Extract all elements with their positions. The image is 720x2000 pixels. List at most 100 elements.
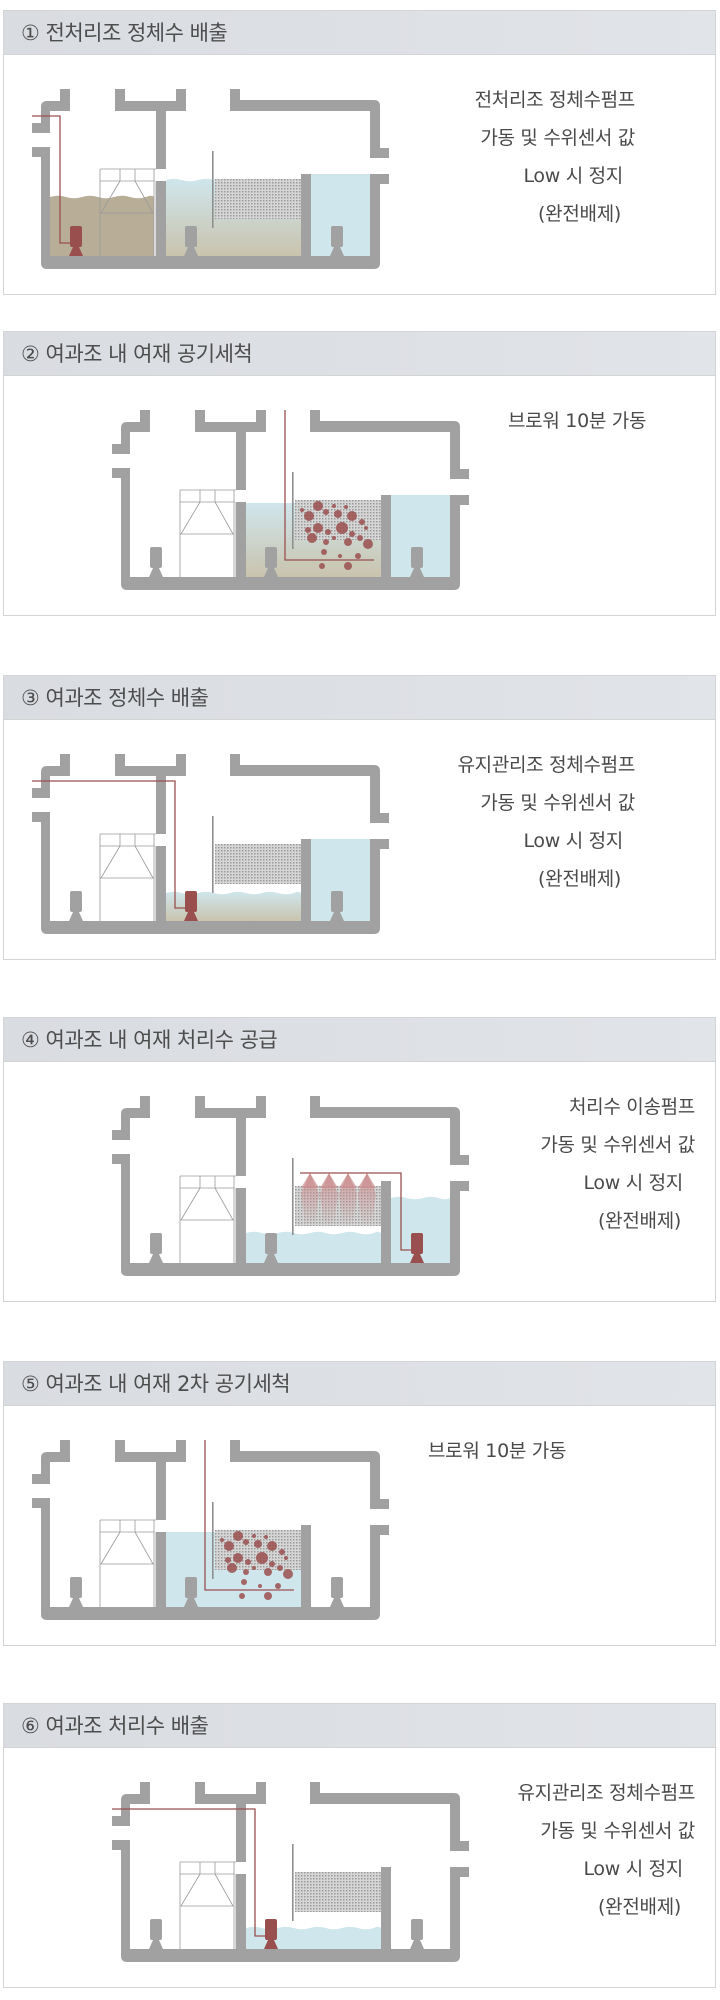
air-bubble — [245, 1559, 251, 1565]
wall-left — [112, 1840, 130, 1949]
wall-right — [450, 495, 469, 577]
floor-slab — [41, 1607, 380, 1620]
tank-diagram — [32, 1440, 389, 1620]
floor-slab — [121, 1263, 460, 1276]
description-line: (완전배제) — [538, 868, 621, 890]
air-bubble — [233, 1531, 243, 1541]
air-bubble — [357, 535, 363, 541]
filter-media — [295, 1872, 381, 1912]
wall-top-left — [32, 754, 70, 798]
baffle-line — [292, 1844, 294, 1921]
wall-right — [370, 839, 389, 921]
sprinkler-head — [358, 1173, 376, 1188]
tank-diagram — [32, 754, 389, 934]
description-line: 브로워 10분 가동 — [428, 1440, 567, 1462]
description-line: (완전배제) — [538, 203, 621, 225]
wall-top-left — [112, 410, 150, 454]
air-bubble — [275, 1583, 281, 1589]
panel-step-1: ① 전처리조 정체수 배출 전처리조 정체수펌프 가동 및 수위센서 값 Low… — [3, 10, 716, 295]
pump-base — [330, 1598, 344, 1607]
air-bubble — [313, 523, 323, 533]
pump — [185, 226, 197, 247]
description-line: 가동 및 수위센서 값 — [480, 127, 635, 149]
description-line: 가동 및 수위센서 값 — [540, 1134, 695, 1156]
screen-unit — [179, 1175, 236, 1263]
air-bubble — [363, 539, 373, 549]
pump-base — [184, 1598, 198, 1607]
air-bubble — [321, 549, 327, 555]
treated-tank-water — [391, 1196, 450, 1263]
wall-middle-column — [156, 1532, 166, 1607]
description-line: 유지관리조 정체수펌프 — [517, 1782, 695, 1804]
discharge-pipe — [112, 1808, 265, 1937]
tank-diagram — [32, 89, 389, 269]
panel-step-6: ⑥ 여과조 처리수 배출 유지관리조 정체수펌프 가동 및 수위센서 값 Low… — [3, 1703, 716, 1988]
wall-middle-top — [195, 1096, 266, 1176]
screen-edge — [234, 1188, 236, 1263]
air-bubble — [264, 1535, 268, 1539]
baffle-line — [292, 1158, 294, 1235]
air-bubble — [349, 531, 355, 537]
wall-middle-top — [115, 1440, 186, 1520]
pump-base — [149, 1254, 163, 1263]
treated-tank-water — [311, 839, 370, 921]
step-description: 유지관리조 정체수펌프 가동 및 수위센서 값 Low 시 정지 (완전배제) — [457, 746, 635, 898]
pump — [185, 1577, 197, 1598]
pump — [331, 1577, 343, 1598]
floor-slab — [41, 256, 380, 269]
air-bubble — [319, 563, 325, 569]
transfer-pump — [70, 226, 82, 247]
baffle-line — [212, 816, 214, 893]
sludge-water — [50, 195, 155, 256]
filter-tank-water — [246, 1926, 381, 1949]
floor-slab — [41, 921, 380, 934]
description-line: 처리수 이송펌프 — [568, 1096, 695, 1118]
air-bubble — [344, 562, 352, 570]
floor-slab — [121, 577, 460, 590]
wall-middle-column — [236, 1874, 246, 1949]
filter-partition — [301, 1525, 311, 1607]
air-bubble — [239, 1593, 245, 1599]
air-bubble — [313, 501, 323, 511]
wall-middle-column — [156, 181, 166, 256]
description-line: Low 시 정지 — [583, 1172, 683, 1194]
step-title: ⑥ 여과조 처리수 배출 — [4, 1704, 715, 1748]
screen-edge — [154, 1532, 156, 1607]
air-bubble — [252, 1566, 256, 1570]
pump-base — [410, 1940, 424, 1949]
description-line: Low 시 정지 — [523, 830, 623, 852]
filter-media — [215, 179, 301, 219]
air-bubble — [243, 1539, 249, 1545]
air-bubble — [323, 539, 329, 545]
step-description: 유지관리조 정체수펌프 가동 및 수위센서 값 Low 시 정지 (완전배제) — [517, 1774, 695, 1926]
step-title: ② 여과조 내 여재 공기세척 — [4, 332, 715, 376]
transfer-pump — [185, 891, 197, 912]
pump — [331, 891, 343, 912]
wall-middle-column — [236, 502, 246, 577]
air-bubble — [220, 1538, 224, 1542]
air-pipe — [284, 410, 374, 561]
wall-top-right — [230, 1440, 389, 1509]
step-title: ④ 여과조 내 여재 처리수 공급 — [4, 1018, 715, 1062]
air-bubble — [332, 536, 336, 540]
air-bubble — [254, 1540, 262, 1548]
wall-top-right — [310, 1096, 469, 1165]
air-bubble — [332, 504, 336, 508]
air-bubble — [359, 519, 365, 525]
baffle-line — [292, 472, 294, 549]
pump — [150, 1919, 162, 1940]
wall-top-left — [112, 1782, 150, 1826]
air-bubble — [269, 1561, 275, 1567]
wall-middle-top — [195, 410, 266, 490]
treated-tank-water — [311, 174, 370, 256]
tank-diagram — [112, 1096, 469, 1276]
discharge-pipe — [32, 115, 70, 244]
sprinkler-head — [339, 1173, 357, 1188]
wall-right — [370, 1525, 389, 1607]
screen-edge — [234, 502, 236, 577]
panel-step-5: ⑤ 여과조 내 여재 2차 공기세척 브로워 10분 가동 — [3, 1361, 716, 1646]
step-description: 전처리조 정체수펌프 가동 및 수위센서 값 Low 시 정지 (완전배제) — [475, 81, 636, 233]
panel-step-2: ② 여과조 내 여재 공기세척 브로워 10분 가동 — [3, 331, 716, 616]
air-pipe — [204, 1440, 294, 1591]
air-bubble — [323, 509, 329, 515]
